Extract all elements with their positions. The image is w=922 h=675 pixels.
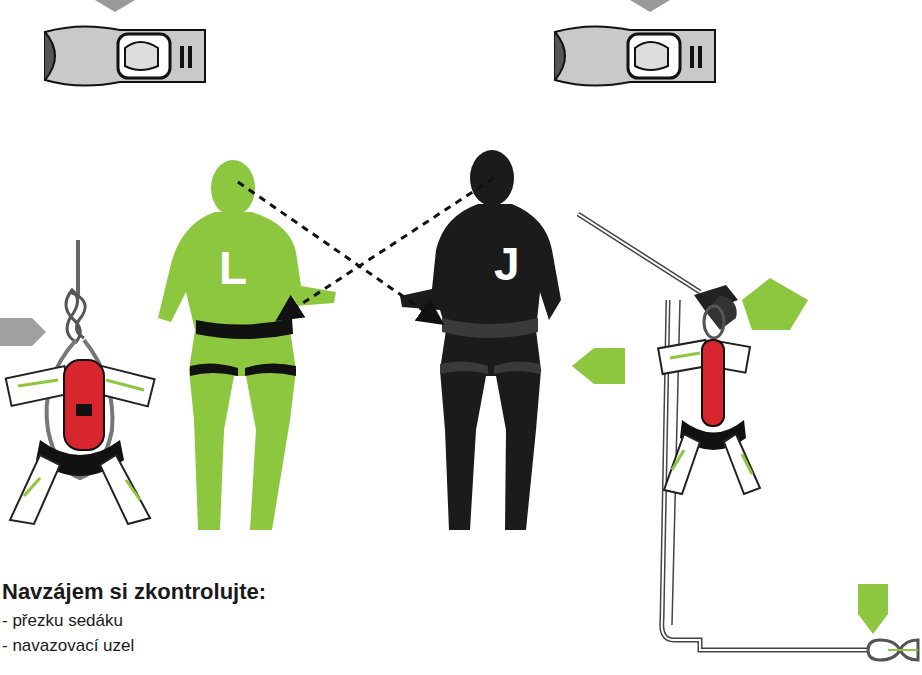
- check-line: [280, 178, 494, 318]
- check-line: [238, 182, 440, 322]
- heading: Navzájem si zkontrolujte:: [2, 579, 266, 604]
- buckle-detail: [555, 0, 715, 86]
- checklist-item: - přezku sedáku: [2, 611, 123, 631]
- climber-figure: [158, 160, 336, 530]
- checklist-item: - navazovací uzel: [2, 636, 134, 656]
- climber-letter: J: [494, 238, 520, 291]
- harness-knot-detail: [0, 240, 155, 524]
- pointer-arrow: [742, 278, 808, 330]
- pointer-arrow: [572, 348, 625, 384]
- climber-figure: [400, 150, 561, 530]
- pointer-arrow: [858, 584, 888, 634]
- climber-letter: L: [219, 242, 247, 295]
- belay-device-detail: [578, 214, 918, 660]
- buckle-detail: [45, 0, 205, 86]
